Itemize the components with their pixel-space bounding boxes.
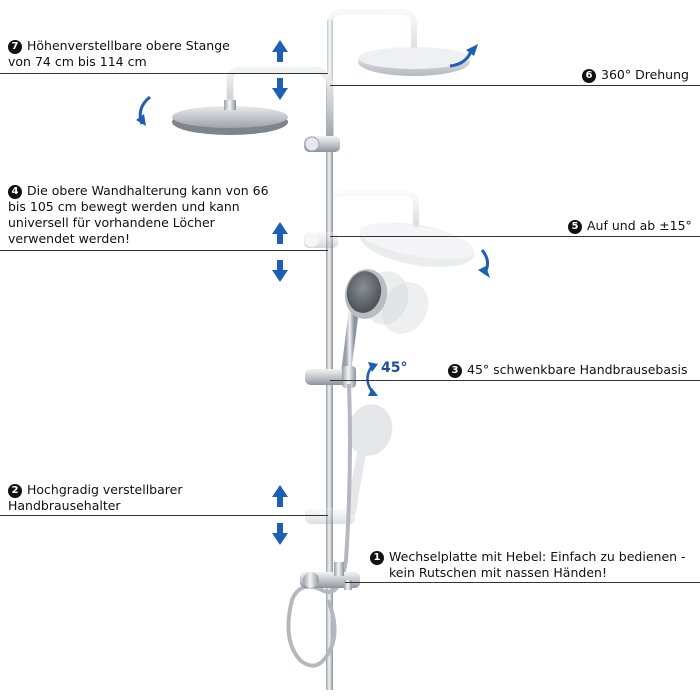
hand-shower-holder bbox=[305, 366, 356, 388]
rotation-arrow-left bbox=[136, 95, 151, 126]
callout-4-line-1: Die obere Wandhalterung kann von 66 bbox=[27, 183, 269, 198]
callout-5: 5 Auf und ab ±15° bbox=[568, 218, 692, 234]
callout-number-1: 1 bbox=[370, 551, 384, 565]
mixer-diverter bbox=[300, 562, 360, 590]
callout-4-line-4: verwendet werden! bbox=[8, 231, 130, 246]
ghost-shower-head-tilted bbox=[359, 222, 475, 268]
vertical-arrows-7 bbox=[272, 40, 288, 100]
callout-6-line-1: 360° Drehung bbox=[601, 67, 689, 82]
overhead-arm bbox=[226, 66, 334, 150]
angle-label: 45° bbox=[381, 360, 408, 376]
leader-line-4 bbox=[0, 250, 328, 251]
callout-3-line-1: 45° schwenkbare Handbrausebasis bbox=[467, 362, 688, 377]
callout-7-line-2: von 74 cm bis 114 cm bbox=[8, 54, 147, 69]
callout-number-4: 4 bbox=[8, 185, 22, 199]
ghost-upper-arm-high bbox=[327, 9, 417, 90]
leader-line-7 bbox=[0, 73, 328, 74]
callout-number-6: 6 bbox=[582, 69, 596, 83]
tilt-arrow bbox=[478, 249, 490, 278]
vertical-arrows-4 bbox=[272, 222, 288, 282]
shower-hose bbox=[286, 383, 352, 668]
swivel-arrow bbox=[366, 362, 378, 396]
callout-3: 3 45° schwenkbare Handbrausebasis bbox=[448, 362, 688, 378]
leader-line-5 bbox=[330, 236, 700, 237]
callout-5-line-1: Auf und ab ±15° bbox=[587, 218, 692, 233]
callout-7-line-1: Höhenverstellbare obere Stange bbox=[27, 38, 230, 53]
upper-wall-bracket bbox=[304, 136, 340, 152]
callout-2-line-1: Hochgradig verstellbarer bbox=[27, 482, 183, 497]
vertical-arrows-2 bbox=[272, 485, 288, 545]
callout-4-line-2: bis 105 cm bewegt werden und kann bbox=[8, 199, 240, 214]
callout-1: 1 Wechselplatte mit Hebel: Einfach zu bed… bbox=[370, 549, 686, 581]
leader-line-6 bbox=[330, 85, 700, 86]
leader-line-3 bbox=[330, 380, 700, 381]
callout-4: 4 Die obere Wandhalterung kann von 66 bis… bbox=[8, 183, 269, 247]
leader-line-1 bbox=[345, 582, 700, 583]
ghost-upper-arm-mid bbox=[327, 190, 419, 228]
hand-shower-ghost-low bbox=[347, 404, 393, 515]
callout-2: 2 Hochgradig verstellbarer Handbrausehalt… bbox=[8, 482, 182, 514]
ghost-wall-bracket bbox=[304, 232, 338, 248]
callout-7: 7 Höhenverstellbare obere Stange von 74 c… bbox=[8, 38, 230, 70]
hand-shower-ghost-1 bbox=[381, 282, 429, 334]
callout-number-7: 7 bbox=[8, 40, 22, 54]
leader-line-2 bbox=[0, 515, 328, 516]
ghost-holder-low bbox=[305, 508, 355, 524]
ghost-shower-head-high bbox=[358, 47, 470, 76]
callout-1-line-1: Wechselplatte mit Hebel: Einfach zu bedi… bbox=[389, 549, 686, 564]
callout-number-2: 2 bbox=[8, 484, 22, 498]
callout-4-line-3: universell für vorhandene Löcher bbox=[8, 215, 215, 230]
callout-2-line-2: Handbrausehalter bbox=[8, 498, 121, 513]
rotation-arrow-right bbox=[449, 44, 478, 68]
callout-number-5: 5 bbox=[568, 220, 582, 234]
callout-1-line-2: kein Rutschen mit nassen Händen! bbox=[389, 565, 607, 580]
callout-number-3: 3 bbox=[448, 364, 462, 378]
overhead-shower-head bbox=[172, 100, 288, 135]
callout-6: 6 360° Drehung bbox=[582, 67, 689, 83]
